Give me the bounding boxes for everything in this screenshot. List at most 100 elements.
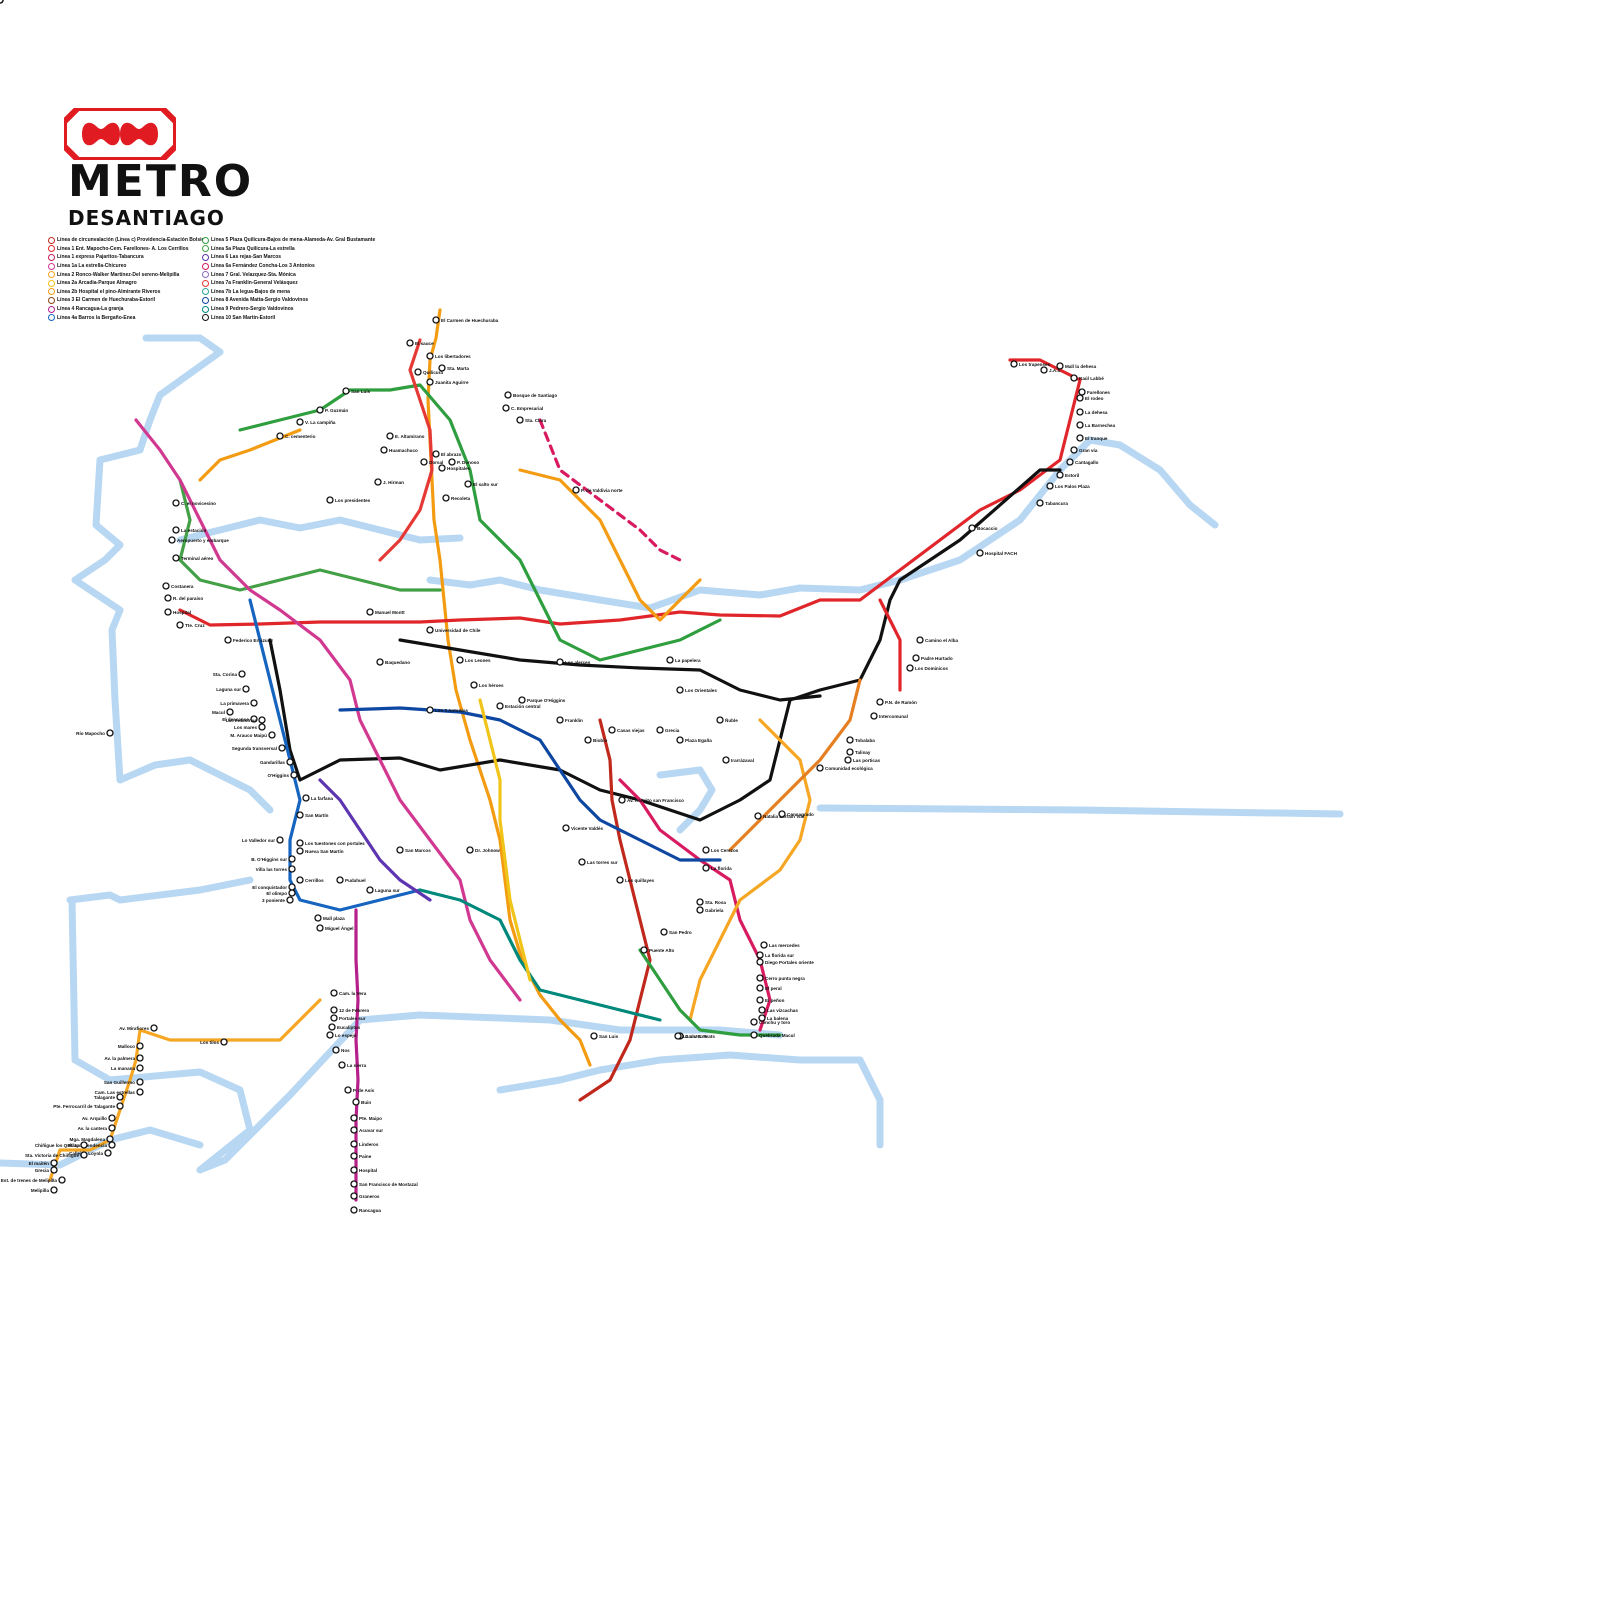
- station[interactable]: Acuvar sur: [350, 1126, 383, 1134]
- station[interactable]: Gabriela: [696, 906, 724, 914]
- station[interactable]: Plaza de Maipú: [0, 0, 4, 4]
- station-marker-icon[interactable]: [276, 432, 284, 440]
- station[interactable]: E. Altamirano: [386, 432, 425, 440]
- station[interactable]: Camino el Alba: [916, 636, 958, 644]
- station[interactable]: Río Mapocho: [76, 729, 114, 737]
- station[interactable]: La papelera: [666, 656, 701, 664]
- station[interactable]: Estación central: [496, 702, 541, 710]
- station-marker-icon[interactable]: [676, 686, 684, 694]
- station[interactable]: Malloco: [118, 1042, 144, 1050]
- station[interactable]: P. de Asís: [344, 1086, 375, 1094]
- station-marker-icon[interactable]: [466, 846, 474, 854]
- station[interactable]: Laguna sur: [366, 886, 400, 894]
- station-marker-icon[interactable]: [136, 1078, 144, 1086]
- station[interactable]: Pudahuel: [336, 876, 366, 884]
- station-marker-icon[interactable]: [338, 1061, 346, 1069]
- station-marker-icon[interactable]: [420, 458, 428, 466]
- station[interactable]: Cantagallo: [1066, 458, 1099, 466]
- station-marker-icon[interactable]: [778, 810, 786, 818]
- station[interactable]: La balena: [758, 1014, 789, 1022]
- station[interactable]: Dr. Johnow: [466, 846, 500, 854]
- station[interactable]: Bosque de Santiago: [504, 391, 557, 399]
- station[interactable]: Tte. Cruz: [176, 621, 205, 629]
- station[interactable]: Los héroes: [470, 681, 504, 689]
- station-marker-icon[interactable]: [108, 1141, 116, 1149]
- station[interactable]: Av. la palmera: [104, 1054, 144, 1062]
- station-marker-icon[interactable]: [578, 858, 586, 866]
- station[interactable]: Las torres sur: [578, 858, 618, 866]
- station-marker-icon[interactable]: [164, 608, 172, 616]
- station[interactable]: Graneros: [350, 1192, 380, 1200]
- station-marker-icon[interactable]: [1040, 366, 1048, 374]
- station[interactable]: La manana: [111, 1064, 144, 1072]
- station[interactable]: Las vizcachas: [758, 1006, 798, 1014]
- station-marker-icon[interactable]: [150, 1024, 158, 1032]
- station[interactable]: Hospital: [164, 608, 191, 616]
- station[interactable]: El olimpo: [266, 889, 296, 897]
- station-marker-icon[interactable]: [136, 1042, 144, 1050]
- station[interactable]: Puente Alto: [640, 946, 675, 954]
- station[interactable]: Rancagua: [350, 1206, 381, 1214]
- station[interactable]: P. Donoso: [448, 458, 479, 466]
- station-marker-icon[interactable]: [968, 524, 976, 532]
- station-marker-icon[interactable]: [754, 812, 762, 820]
- station[interactable]: Portales sur: [330, 1014, 366, 1022]
- station-marker-icon[interactable]: [518, 696, 526, 704]
- station[interactable]: Cerrillos: [296, 876, 324, 884]
- station-marker-icon[interactable]: [758, 1006, 766, 1014]
- station-marker-icon[interactable]: [844, 756, 852, 764]
- station[interactable]: Bocaccio: [968, 524, 998, 532]
- station-marker-icon[interactable]: [250, 715, 258, 723]
- station-marker-icon[interactable]: [350, 1180, 358, 1188]
- station[interactable]: B. O'Higgins sur: [251, 855, 296, 863]
- station[interactable]: La sierra: [338, 1061, 367, 1069]
- station-marker-icon[interactable]: [50, 1186, 58, 1194]
- station[interactable]: El salto sur: [464, 480, 498, 488]
- station-marker-icon[interactable]: [296, 876, 304, 884]
- station[interactable]: Lo Valledor sur: [242, 836, 284, 844]
- station-marker-icon[interactable]: [590, 1032, 598, 1040]
- station-marker-icon[interactable]: [1070, 446, 1078, 454]
- station-marker-icon[interactable]: [288, 865, 296, 873]
- station-marker-icon[interactable]: [250, 699, 258, 707]
- station[interactable]: Franklin: [556, 716, 583, 724]
- station[interactable]: C. el novicesino: [172, 499, 216, 507]
- station-marker-icon[interactable]: [414, 368, 422, 376]
- station-marker-icon[interactable]: [608, 726, 616, 734]
- station-marker-icon[interactable]: [288, 883, 296, 891]
- station[interactable]: Universidad de Chile: [426, 626, 481, 634]
- station-marker-icon[interactable]: [756, 996, 764, 1004]
- station-marker-icon[interactable]: [168, 536, 176, 544]
- station-marker-icon[interactable]: [336, 876, 344, 884]
- station[interactable]: Macul: [212, 708, 234, 716]
- station-marker-icon[interactable]: [288, 855, 296, 863]
- station[interactable]: San Francisco de Mostazal: [350, 1180, 418, 1188]
- station[interactable]: V. La campiña: [296, 418, 336, 426]
- station[interactable]: Biobío: [584, 736, 607, 744]
- station-marker-icon[interactable]: [906, 664, 914, 672]
- station[interactable]: Est. de trenes de Melipilla: [1, 1176, 66, 1184]
- station-marker-icon[interactable]: [350, 1126, 358, 1134]
- station-marker-icon[interactable]: [314, 914, 322, 922]
- station[interactable]: P. Guzmán: [316, 406, 348, 414]
- station-marker-icon[interactable]: [374, 478, 382, 486]
- station-marker-icon[interactable]: [1036, 499, 1044, 507]
- station-marker-icon[interactable]: [432, 450, 440, 458]
- station[interactable]: Aeropuerto y embarque: [168, 536, 229, 544]
- station-marker-icon[interactable]: [80, 1151, 88, 1159]
- station-marker-icon[interactable]: [756, 974, 764, 982]
- station-marker-icon[interactable]: [172, 499, 180, 507]
- station-marker-icon[interactable]: [238, 670, 246, 678]
- station-marker-icon[interactable]: [1066, 458, 1074, 466]
- station-marker-icon[interactable]: [352, 1098, 360, 1106]
- station-marker-icon[interactable]: [350, 1166, 358, 1174]
- station[interactable]: Sta. Marta: [438, 364, 469, 372]
- station[interactable]: J. Hirman: [374, 478, 404, 486]
- station-marker-icon[interactable]: [976, 549, 984, 557]
- station-marker-icon[interactable]: [350, 1206, 358, 1214]
- station[interactable]: P. de Valdivia norte: [572, 486, 623, 494]
- station[interactable]: Diego Portales oriente: [756, 958, 814, 966]
- station-marker-icon[interactable]: [470, 681, 478, 689]
- station-marker-icon[interactable]: [330, 989, 338, 997]
- station[interactable]: Tabancura: [1036, 499, 1068, 507]
